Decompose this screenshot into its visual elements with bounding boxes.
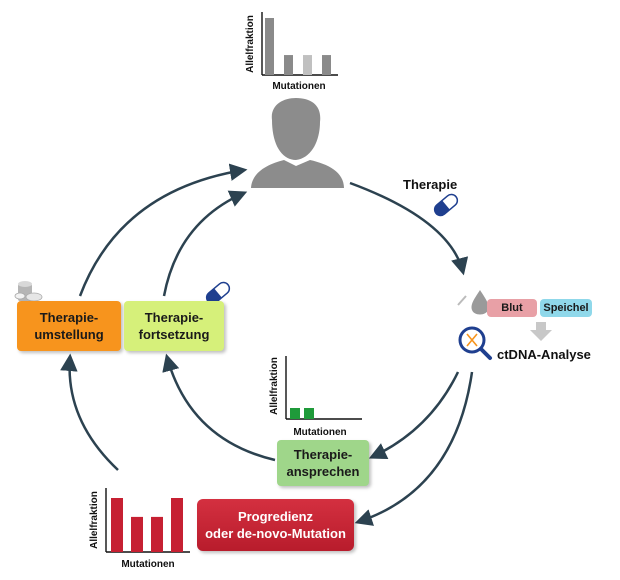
chart-bottom-bar-1 [111, 498, 123, 552]
chart-bottom: Mutationen Allelfraktion [89, 488, 190, 570]
chart-top-bar-4 [322, 55, 331, 75]
progression-line-2: oder de-novo-Mutation [205, 526, 346, 541]
arrow-progredienz-to-umstellung [60, 353, 119, 471]
arrow-fortsetzung-to-patient [162, 190, 248, 297]
chart-top-xlabel: Mutationen [272, 81, 325, 92]
blood-sample-badge: Blut [487, 299, 537, 317]
chart-top-bar-3 [303, 55, 312, 75]
down-arrow-icon [530, 322, 552, 341]
chart-middle-bar-4 [304, 408, 314, 419]
chart-bottom-ylabel: Allelfraktion [89, 491, 100, 549]
chart-bottom-bar-2 [131, 516, 143, 552]
chart-middle-ylabel: Allelfraktion [269, 357, 280, 415]
therapy-continuation-line-2: fortsetzung [138, 327, 210, 342]
pills-icon [14, 281, 43, 302]
chart-top-ylabel: Allelfraktion [245, 15, 256, 73]
saliva-sample-badge: Speichel [540, 299, 592, 317]
chart-middle: Mutationen Allelfraktion [269, 356, 362, 438]
arrow-to-ansprechen [368, 371, 460, 460]
therapy-change-line-1: Therapie- [39, 310, 99, 325]
person-icon [251, 98, 344, 188]
therapie-label: Therapie [403, 177, 457, 192]
magnifier-dna-icon [458, 326, 492, 360]
therapy-continuation-line-1: Therapie- [144, 310, 204, 325]
chart-middle-xlabel: Mutationen [293, 427, 346, 438]
progression-box: Progredienz oder de-novo-Mutation [197, 499, 354, 551]
therapy-response-line-1: Therapie- [293, 447, 353, 462]
ctdna-label: ctDNA-Analyse [497, 347, 591, 362]
chart-top: Mutationen Allelfraktion [245, 12, 338, 92]
arrow-umstellung-to-patient [78, 163, 248, 297]
therapy-change-box: Therapie- umstellung [17, 301, 121, 351]
chart-top-bar-1 [265, 18, 274, 75]
saliva-sample-label: Speichel [543, 302, 589, 314]
therapy-response-line-2: ansprechen [286, 464, 360, 479]
chart-bottom-xlabel: Mutationen [121, 559, 174, 570]
chart-bottom-bar-3 [151, 516, 163, 552]
arrow-to-ctdna [349, 181, 469, 276]
progression-line-1: Progredienz [237, 509, 314, 524]
chart-top-bar-2 [284, 55, 293, 75]
chart-bottom-bar-4 [171, 498, 183, 552]
arrow-ansprechen-to-fortsetzung [162, 353, 276, 462]
arrow-to-progredienz [354, 371, 474, 526]
blood-drop-icon [457, 290, 489, 315]
blood-sample-label: Blut [501, 302, 523, 314]
capsule-icon-2 [205, 281, 231, 305]
capsule-icon [433, 193, 459, 217]
therapy-continuation-box: Therapie- fortsetzung [124, 301, 224, 351]
therapy-response-box: Therapie- ansprechen [277, 440, 369, 486]
chart-middle-bar-3 [290, 408, 300, 419]
therapy-change-line-2: umstellung [34, 327, 104, 342]
